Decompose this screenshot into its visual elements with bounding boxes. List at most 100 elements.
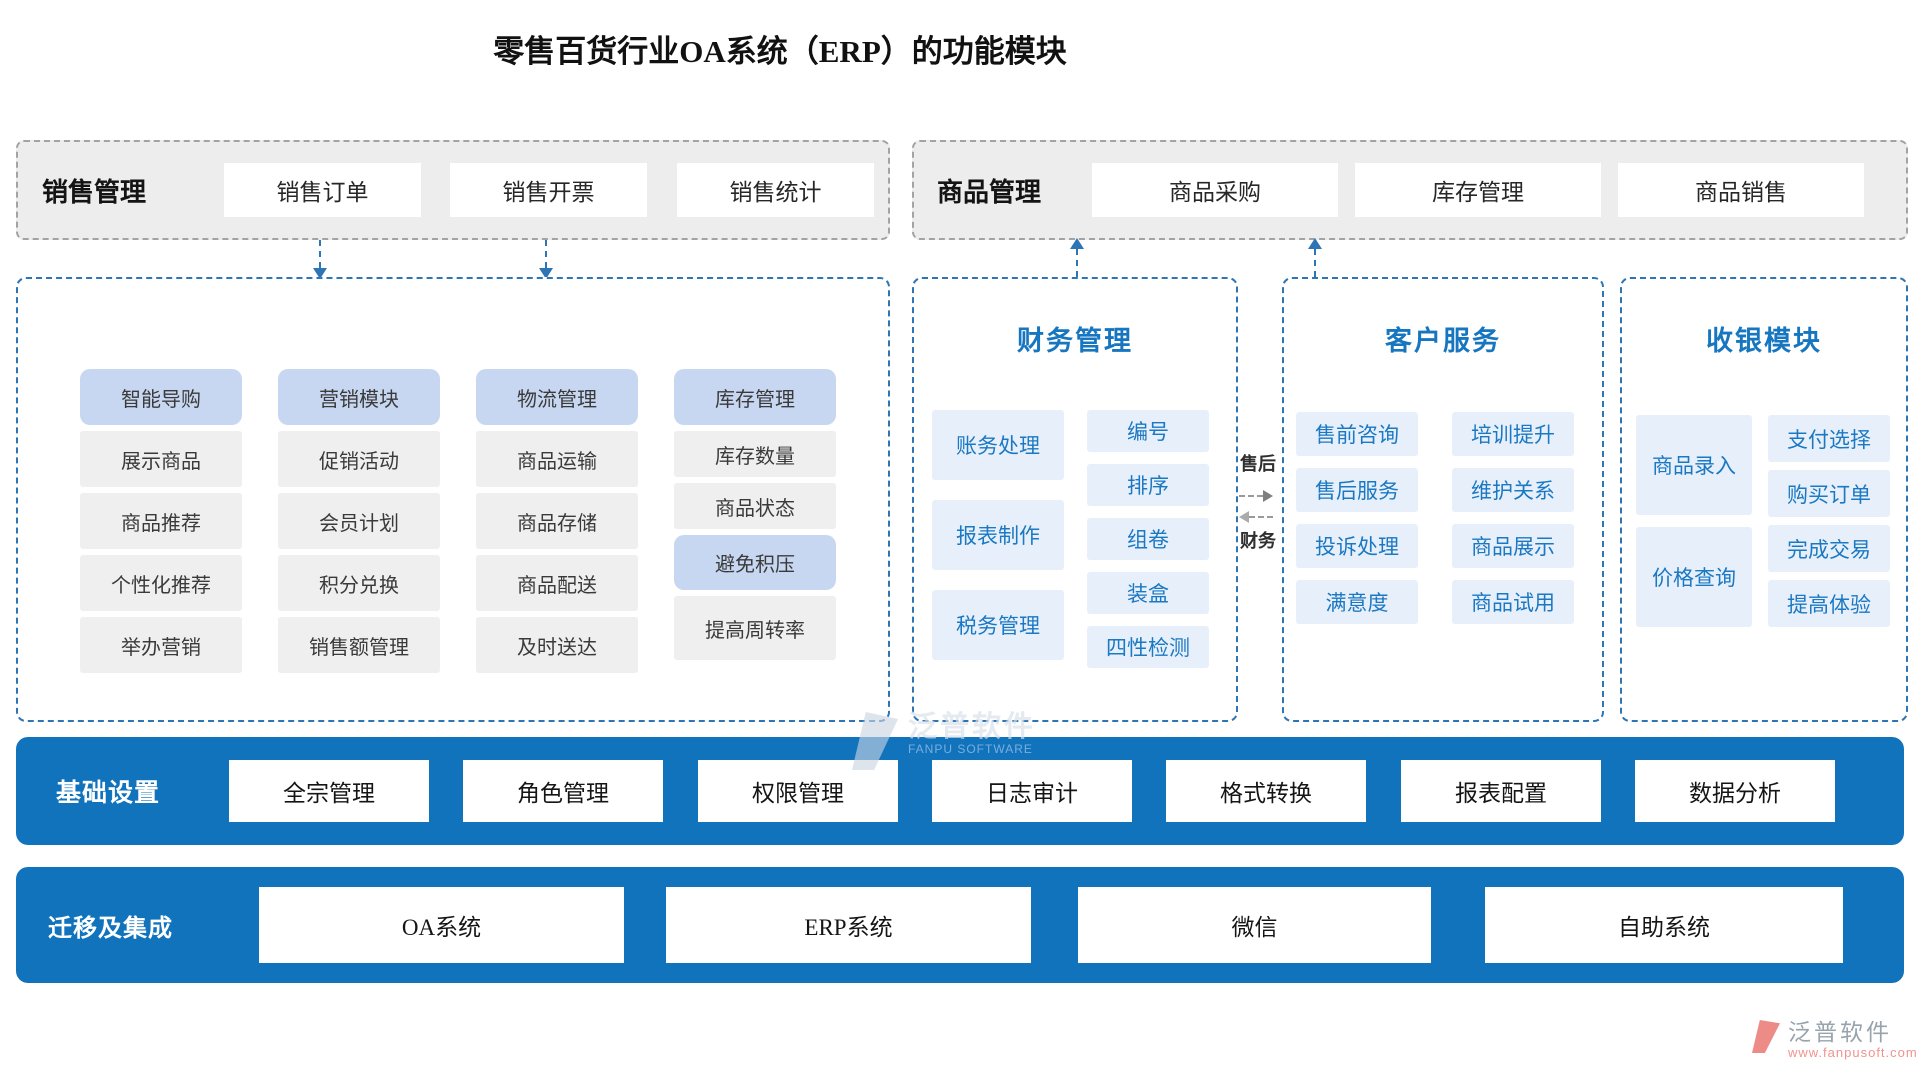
finance-right-column: 编号 排序 组卷 装盒 四性检测 <box>1087 410 1209 668</box>
arrow-left-icon <box>1239 511 1273 523</box>
finance-cell: 税务管理 <box>932 590 1064 660</box>
sales-invoice-box: 销售开票 <box>450 163 647 217</box>
basic-settings-label: 基础设置 <box>56 780 161 807</box>
finance-cell: 组卷 <box>1087 518 1209 560</box>
cashier-box: 收银模块 商品录入 价格查询 支付选择 购买订单 完成交易 提高体验 <box>1620 277 1908 722</box>
self-service-system-box: 自助系统 <box>1485 887 1843 963</box>
customer-left-column: 售前咨询 售后服务 投诉处理 满意度 <box>1296 412 1418 624</box>
finance-cell: 编号 <box>1087 410 1209 452</box>
matrix-cell: 提高周转率 <box>674 596 836 660</box>
archive-management-box: 全宗管理 <box>229 760 429 822</box>
matrix-cell: 商品运输 <box>476 431 638 487</box>
matrix-cell-highlight: 避免积压 <box>674 535 836 590</box>
fanpu-watermark-subtitle: FANPU SOFTWARE <box>908 742 1033 757</box>
customer-cell: 投诉处理 <box>1296 524 1418 568</box>
arrow-line <box>1314 249 1316 277</box>
matrix-cell: 积分兑换 <box>278 555 440 611</box>
customer-cell: 培训提升 <box>1452 412 1574 456</box>
cashier-cell: 提高体验 <box>1768 580 1890 627</box>
column-marketing: 营销模块 促销活动 会员计划 积分兑换 销售额管理 <box>278 369 440 673</box>
sales-order-box: 销售订单 <box>224 163 421 217</box>
matrix-header-cell: 智能导购 <box>80 369 242 425</box>
log-audit-box: 日志审计 <box>932 760 1132 822</box>
fanpu-watermark-text: 泛普软件 FANPU SOFTWARE <box>908 711 1037 757</box>
data-analysis-box: 数据分析 <box>1635 760 1835 822</box>
sales-management-label: 销售管理 <box>42 177 147 207</box>
matrix-cell: 销售额管理 <box>278 617 440 673</box>
product-sales-box: 商品销售 <box>1618 163 1864 217</box>
migration-integration-bar: 迁移及集成 OA系统 ERP系统 微信 自助系统 <box>16 867 1904 983</box>
cashier-cell: 完成交易 <box>1768 525 1890 572</box>
customer-right-column: 培训提升 维护关系 商品展示 商品试用 <box>1452 412 1574 624</box>
arrow-right-icon <box>1239 490 1273 502</box>
arrow-head <box>1308 238 1322 249</box>
cashier-cell: 支付选择 <box>1768 415 1890 462</box>
column-logistics: 物流管理 商品运输 商品存储 商品配送 及时送达 <box>476 369 638 673</box>
arrow-line <box>545 240 547 268</box>
sales-feature-box: 智能导购 展示商品 商品推荐 个性化推荐 举办营销 营销模块 促销活动 会员计划… <box>16 277 890 722</box>
arrow-up-icon <box>1069 238 1085 277</box>
arrow-head <box>1239 511 1249 523</box>
finance-box: 财务管理 账务处理 报表制作 税务管理 编号 排序 组卷 装盒 四性检测 <box>912 277 1238 722</box>
arrow-head <box>1070 238 1084 249</box>
cashier-left-column: 商品录入 价格查询 <box>1636 415 1752 627</box>
page-title: 零售百货行业OA系统（ERP）的功能模块 <box>493 34 1067 69</box>
fanpu-logo-icon <box>1752 1020 1780 1053</box>
matrix-header-cell: 库存管理 <box>674 369 836 425</box>
link-label-finance: 财务 <box>1240 531 1276 551</box>
column-smart-guide: 智能导购 展示商品 商品推荐 个性化推荐 举办营销 <box>80 369 242 673</box>
matrix-header-cell: 物流管理 <box>476 369 638 425</box>
customer-service-box: 客户服务 售前咨询 售后服务 投诉处理 满意度 培训提升 维护关系 商品展示 商… <box>1282 277 1604 722</box>
permission-management-box: 权限管理 <box>698 760 898 822</box>
arrow-head <box>1263 490 1273 502</box>
product-management-label: 商品管理 <box>937 177 1042 207</box>
customer-cell: 商品试用 <box>1452 580 1574 624</box>
matrix-cell: 个性化推荐 <box>80 555 242 611</box>
finance-cell: 报表制作 <box>932 500 1064 570</box>
finance-cell: 账务处理 <box>932 410 1064 480</box>
sales-management-group: 销售管理 销售订单 销售开票 销售统计 <box>16 140 890 240</box>
cashier-cell: 商品录入 <box>1636 415 1752 515</box>
oa-system-box: OA系统 <box>259 887 624 963</box>
cashier-cell: 价格查询 <box>1636 527 1752 627</box>
wechat-box: 微信 <box>1078 887 1431 963</box>
migration-integration-label: 迁移及集成 <box>48 915 173 942</box>
finance-cell: 四性检测 <box>1087 626 1209 668</box>
fanpu-watermark-name: 泛普软件 <box>908 711 1037 743</box>
arrow-up-icon <box>1307 238 1323 277</box>
arrow-head <box>539 268 553 279</box>
customer-cell: 商品展示 <box>1452 524 1574 568</box>
finance-left-column: 账务处理 报表制作 税务管理 <box>932 410 1064 660</box>
format-conversion-box: 格式转换 <box>1166 760 1366 822</box>
matrix-cell: 会员计划 <box>278 493 440 549</box>
role-management-box: 角色管理 <box>463 760 663 822</box>
finance-cell: 排序 <box>1087 464 1209 506</box>
cashier-cell: 购买订单 <box>1768 470 1890 517</box>
matrix-cell: 举办营销 <box>80 617 242 673</box>
finance-cell: 装盒 <box>1087 572 1209 614</box>
matrix-cell: 库存数量 <box>674 431 836 477</box>
fanpu-watermark-center: 泛普软件 FANPU SOFTWARE <box>852 712 1036 770</box>
fanpu-logo-icon <box>852 712 898 770</box>
matrix-cell: 促销活动 <box>278 431 440 487</box>
matrix-cell: 展示商品 <box>80 431 242 487</box>
arrow-line <box>1239 495 1263 497</box>
customer-cell: 售前咨询 <box>1296 412 1418 456</box>
arrow-line <box>319 240 321 268</box>
report-config-box: 报表配置 <box>1401 760 1601 822</box>
fanpu-corner-url: www.fanpusoft.com <box>1788 1045 1918 1061</box>
matrix-cell: 及时送达 <box>476 617 638 673</box>
customer-cell: 维护关系 <box>1452 468 1574 512</box>
cashier-title: 收银模块 <box>1706 326 1822 356</box>
arrow-down-icon <box>538 240 554 279</box>
fanpu-corner-name: 泛普软件 <box>1788 1020 1892 1045</box>
arrow-down-icon <box>312 240 328 279</box>
sales-statistics-box: 销售统计 <box>677 163 874 217</box>
customer-cell: 售后服务 <box>1296 468 1418 512</box>
product-management-group: 商品管理 商品采购 库存管理 商品销售 <box>912 140 1908 240</box>
matrix-cell: 商品配送 <box>476 555 638 611</box>
arrow-head <box>313 268 327 279</box>
fanpu-corner-text: 泛普软件 www.fanpusoft.com <box>1788 1020 1918 1060</box>
arrow-line <box>1076 249 1078 277</box>
